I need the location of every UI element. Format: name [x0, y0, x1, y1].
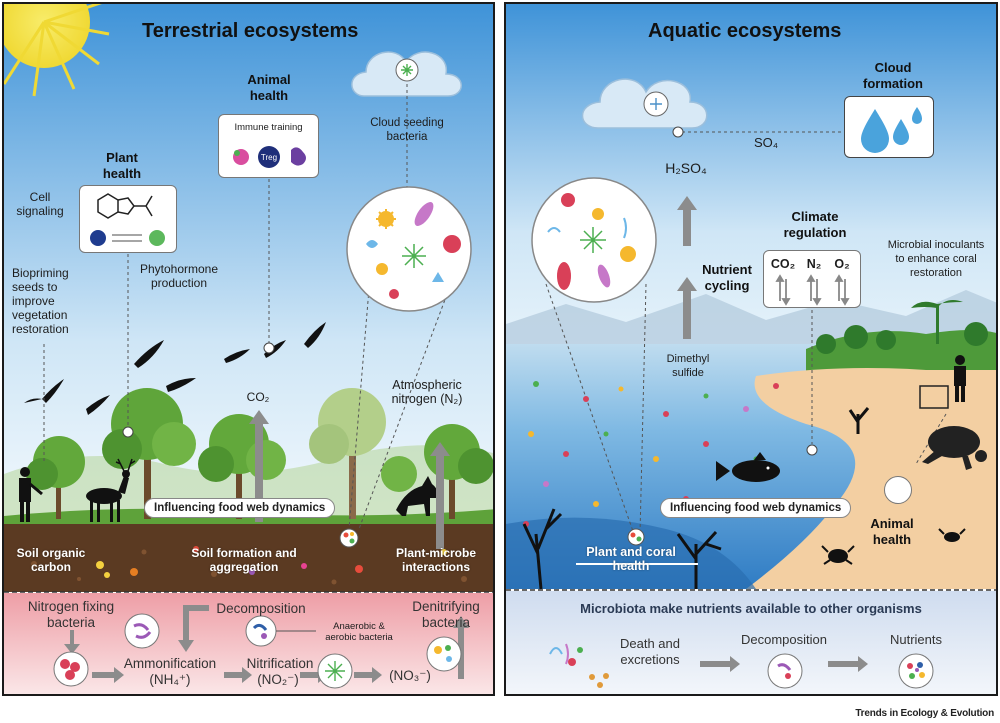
journal-credit: Trends in Ecology & Evolution [855, 708, 994, 719]
ammonification-label: Ammonification [123, 656, 217, 671]
wolf-icon [396, 476, 438, 516]
h2so4-label: H₂SO₄ [665, 160, 707, 176]
dimethyl-sulfide-label: Dimethyl sulfide [666, 353, 710, 379]
biopriming-label: Biopriming seeds to improve vegetation r… [12, 266, 69, 336]
deer-icon [86, 458, 136, 522]
o2-label: O₂ [834, 257, 850, 271]
food-web-pill: Influencing food web dynamics [660, 498, 852, 518]
cloud-formation-card [844, 96, 934, 158]
death-excretions-label: Death and excretions [620, 636, 680, 667]
water-drops-icon [861, 107, 922, 153]
nitrification-label: Nitrification [246, 656, 314, 671]
aquatic-title: Aquatic ecosystems [648, 20, 842, 42]
plant-microbe-label: Plant-microbe interactions [395, 546, 476, 574]
decomposition-label: Decomposition [216, 601, 306, 616]
upward-arrow-icon [249, 410, 450, 549]
terrestrial-panel: Terrestrial ecosystems Animal health Imm… [2, 2, 495, 696]
decomposition-label: Decomposition [741, 632, 827, 647]
sea-microbes-icon [523, 381, 779, 527]
palm-trees-icon [816, 300, 988, 354]
cell-signaling-label: Cell signaling [16, 190, 64, 218]
exchange-arrows-icon [775, 274, 850, 306]
immune-training-card: Immune training Treg [218, 114, 319, 178]
coral-cage-icon [919, 385, 949, 409]
denitrifying-label: Denitrifying bacteria [412, 599, 480, 630]
phytohormone-label: Phytohormone production [139, 262, 219, 290]
phytohormone-card [79, 185, 177, 253]
soil-microbe-badge-icon [339, 528, 359, 548]
molecule-icon [90, 193, 165, 246]
soil-formation-label: Soil formation and aggregation [191, 546, 297, 574]
nh4-label: (NH₄⁺) [149, 672, 191, 687]
climate-regulation-card: CO₂ N₂ O₂ [763, 250, 861, 308]
cloud-formation-heading: Cloud formation [863, 60, 923, 91]
person-icon [19, 467, 43, 522]
immune-training-label: Immune training [234, 122, 303, 133]
co2-label: CO₂ [770, 257, 796, 271]
anaerobic-label: Anaerobic & aerobic bacteria [325, 621, 393, 643]
terrestrial-illustration [4, 4, 493, 694]
fish-icon [716, 452, 780, 482]
no2-label: (NO₂⁻) [257, 672, 299, 687]
immune-cells-icon [233, 146, 306, 168]
microbe-magnifier-icon [346, 186, 472, 312]
microbial-inoculants-label: Microbial inoculants to enhance coral re… [887, 239, 985, 279]
decomposition-arrow-icon [183, 605, 209, 644]
microbe-magnifier-icon [531, 177, 657, 303]
microbiota-heading: Microbiota make nutrients available to o… [580, 601, 922, 616]
nutrients-label: Nutrients [889, 632, 943, 647]
soil-microbes-icon [96, 546, 447, 578]
atmospheric-nitrogen-label: Atmospheric nitrogen (N₂) [391, 378, 463, 406]
soil-organic-carbon-label: Soil organic carbon [16, 546, 86, 574]
so4-label: SO₄ [753, 135, 779, 150]
turtle-icon [922, 426, 987, 470]
plant-health-heading: Plant health [102, 150, 142, 181]
nutrient-cycling-heading: Nutrient cycling [702, 262, 752, 293]
cloud-seeding-label: Cloud seeding bacteria [370, 117, 444, 143]
aquatic-illustration [506, 4, 996, 694]
nitrogen-fixing-label: Nitrogen fixing bacteria [27, 599, 115, 630]
animal-microbe-badge [884, 476, 912, 504]
upward-arrow-icon [677, 196, 697, 339]
animal-health-heading: Animal health [870, 516, 914, 547]
person-icon [954, 355, 966, 402]
animal-health-heading: Animal health [247, 72, 291, 103]
aquatic-panel: Aquatic ecosystems Cloud formation SO₄ H… [504, 2, 998, 696]
sun-icon [4, 4, 110, 97]
climate-regulation-heading: Climate regulation [783, 209, 847, 240]
trees-icon [26, 388, 493, 519]
treg-label: Treg [260, 153, 278, 162]
no3-label: (NO₃⁻) [389, 668, 431, 683]
bottom-cycle-icons [549, 643, 934, 689]
food-web-pill: Influencing food web dynamics [144, 498, 336, 518]
coral-icon [522, 407, 870, 590]
co2-label: CO₂ [246, 390, 270, 404]
terrestrial-title: Terrestrial ecosystems [142, 20, 359, 42]
n2-label: N₂ [806, 257, 822, 271]
plant-coral-health-label: Plant and coral health [586, 545, 676, 573]
crab-icon [821, 528, 966, 565]
